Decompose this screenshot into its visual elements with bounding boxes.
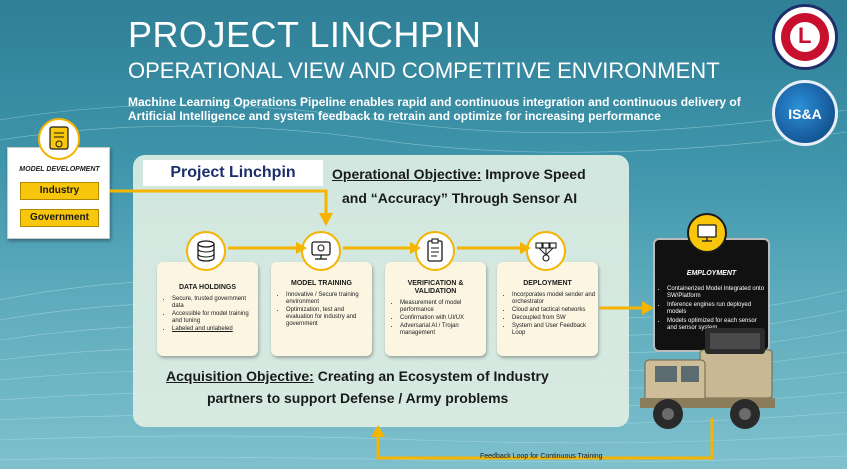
step-bullet: Cloud and tactical networks (512, 307, 597, 314)
step-bullet: System and User Feedback Loop (512, 323, 597, 337)
feedback-loop-label: Feedback Loop for Continuous Training (480, 453, 603, 460)
acquisition-objective-line2: partners to support Defense / Army probl… (207, 390, 509, 406)
acquisition-objective-label: Acquisition Objective: (166, 368, 314, 384)
acquisition-objective-line1: Creating an Ecosystem of Industry (317, 368, 549, 384)
model-development-label: MODEL DEVELOPMENT (19, 166, 100, 173)
operational-objective-line1: Improve Speed (485, 166, 586, 182)
acquisition-objective: Acquisition Objective: Creating an Ecosy… (166, 368, 549, 384)
step-bullet: Innovative / Secure training environment (286, 292, 371, 306)
panel-tab-title: Project Linchpin (143, 160, 323, 186)
isa-logo: IS&A (772, 80, 838, 146)
step-card-model-training: MODEL TRAINING Innovative / Secure train… (271, 262, 372, 356)
government-pill: Government (20, 209, 99, 227)
operational-objective-label: Operational Objective: (332, 166, 482, 182)
linchpin-logo: L (772, 4, 838, 70)
training-icon (301, 231, 341, 271)
step-bullet: Adversarial AI / Trojan management (400, 323, 485, 337)
step-card-verification-validation: VERIFICATION & VALIDATION Measurement of… (385, 262, 486, 356)
employment-bullet: Inference engines run deployed models (667, 302, 767, 316)
clipboard-icon (415, 231, 455, 271)
step-title: DATA HOLDINGS (178, 284, 237, 291)
monitor-icon (687, 213, 727, 253)
step-bullet: Measurement of model performance (400, 300, 485, 314)
employment-bullet: Models optimized for each sensor and sen… (667, 318, 767, 332)
step-card-deployment: DEPLOYMENT Incorporates model sender and… (497, 262, 598, 356)
page-title: PROJECT LINCHPIN (128, 14, 482, 55)
employment-title: EMPLOYMENT (686, 270, 737, 277)
network-icon (526, 231, 566, 271)
step-bullet: Decoupled from SW (512, 315, 597, 322)
employment-box: EMPLOYMENT Containerized Model Integrate… (653, 238, 770, 352)
step-title: MODEL TRAINING (291, 280, 352, 287)
page-description: Machine Learning Operations Pipeline ena… (128, 95, 741, 123)
step-bullet: Labeled and unlabeled (172, 326, 257, 333)
model-development-icon (38, 118, 80, 160)
step-title: DEPLOYMENT (523, 280, 572, 287)
step-title: VERIFICATION & VALIDATION (407, 280, 464, 295)
step-bullet: Confirmation with UI/UX (400, 315, 485, 322)
model-development-box: MODEL DEVELOPMENT Industry Government (7, 147, 110, 239)
step-bullet: Accessible for model training and tuning (172, 311, 257, 325)
operational-objective: Operational Objective: Improve Speed (332, 166, 586, 182)
step-bullet: Incorporates model sender and orchestrat… (512, 292, 597, 306)
database-icon (186, 231, 226, 271)
employment-bullet: Containerized Model Integrated onto SW/P… (667, 286, 767, 300)
operational-objective-line2: and “Accuracy” Through Sensor AI (342, 190, 578, 206)
step-bullet: Secure, trusted government data (172, 296, 257, 310)
step-bullet: Optimization, test and evaluation for in… (286, 307, 371, 328)
page-subtitle: OPERATIONAL VIEW AND COMPETITIVE ENVIRON… (128, 58, 720, 83)
linchpin-logo-letter: L (798, 23, 812, 48)
industry-pill: Industry (20, 182, 99, 200)
step-card-data-holdings: DATA HOLDINGS Secure, trusted government… (157, 262, 258, 356)
isa-logo-text: IS&A (788, 106, 822, 122)
